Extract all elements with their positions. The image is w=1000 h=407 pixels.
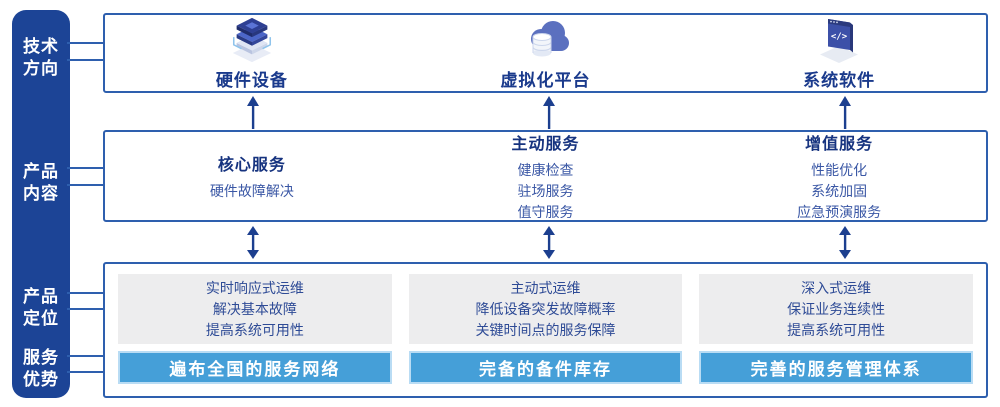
service-item: 应急预演服务 <box>797 203 882 220</box>
positioning-card: 深入式运维 保证业务连续性 提高系统可用性 <box>699 274 974 345</box>
sidebar-label-line: 技术 <box>23 37 59 56</box>
positioning-line: 保证业务连续性 <box>787 300 886 317</box>
connector-line <box>67 371 105 373</box>
positioning-card: 主动式运维 降低设备突发故障概率 关键时间点的服务保障 <box>408 274 683 345</box>
tech-item-label: 系统软件 <box>803 70 876 90</box>
sidebar-label-product-content: 产品 内容 <box>12 161 70 205</box>
software-window-icon: </> <box>813 16 865 64</box>
service-title: 增值服务 <box>805 135 874 153</box>
positioning-column-proactive: 主动式运维 降低设备突发故障概率 关键时间点的服务保障 完备的备件库存 <box>408 274 683 384</box>
sidebar-label-line: 服务 <box>23 348 59 367</box>
tech-item-label: 虚拟化平台 <box>500 70 591 90</box>
service-title: 核心服务 <box>217 156 286 174</box>
up-arrow <box>837 96 853 129</box>
service-column-proactive: 主动服务 健康检查 驻场服务 值守服务 <box>399 132 693 220</box>
up-arrow <box>245 96 261 129</box>
positioning-line: 主动式运维 <box>510 279 581 296</box>
tech-direction-box: 硬件设备 虚拟化平台 <box>103 13 988 93</box>
service-item: 性能优化 <box>811 161 868 178</box>
tech-item-system-software: </> 系统软件 <box>692 15 986 91</box>
positioning-line: 深入式运维 <box>801 279 872 296</box>
connector-line <box>67 167 105 169</box>
sidebar-label-line: 内容 <box>23 184 59 203</box>
double-arrow <box>541 226 557 259</box>
service-item: 系统加固 <box>811 182 868 199</box>
connector-line <box>67 355 105 357</box>
advantage-bar: 完备的备件库存 <box>408 351 683 384</box>
connector-line <box>67 292 105 294</box>
double-arrow <box>837 226 853 259</box>
tech-item-hardware: 硬件设备 <box>105 15 399 91</box>
tech-item-virtualization: 虚拟化平台 <box>399 15 693 91</box>
tech-item-label: 硬件设备 <box>215 70 288 90</box>
up-arrow <box>541 96 557 129</box>
advantage-bar: 遍布全国的服务网络 <box>118 351 392 384</box>
sidebar-label-service-advantage: 服务 优势 <box>12 347 70 391</box>
connector-line <box>67 184 105 186</box>
sidebar-label-product-positioning: 产品 定位 <box>12 286 70 330</box>
positioning-line: 降低设备突发故障概率 <box>475 300 616 317</box>
sidebar-label-line: 定位 <box>23 309 59 328</box>
positioning-card: 实时响应式运维 解决基本故障 提高系统可用性 <box>118 274 392 345</box>
positioning-line: 关键时间点的服务保障 <box>475 321 616 338</box>
service-column-value-added: 增值服务 性能优化 系统加固 应急预演服务 <box>692 132 986 220</box>
service-column-core: 核心服务 硬件故障解决 <box>105 132 399 220</box>
sidebar-label-line: 产品 <box>23 162 59 181</box>
service-item: 驻场服务 <box>517 182 574 199</box>
service-item: 硬件故障解决 <box>209 182 294 199</box>
product-positioning-box: 实时响应式运维 解决基本故障 提高系统可用性 遍布全国的服务网络 主动式运维 降… <box>103 262 988 398</box>
service-title: 主动服务 <box>511 135 580 153</box>
sidebar: 技术 方向 产品 内容 产品 定位 服务 优势 <box>12 10 70 398</box>
sidebar-label-line: 产品 <box>23 287 59 306</box>
advantage-bar: 完善的服务管理体系 <box>699 351 974 384</box>
positioning-column-realtime: 实时响应式运维 解决基本故障 提高系统可用性 遍布全国的服务网络 <box>118 274 392 384</box>
positioning-line: 提高系统可用性 <box>205 321 304 338</box>
cloud-platform-icon <box>520 16 572 64</box>
sidebar-label-tech-direction: 技术 方向 <box>12 36 70 80</box>
sidebar-label-line: 优势 <box>23 370 59 389</box>
connector-line <box>67 59 105 61</box>
server-stack-icon <box>226 16 278 64</box>
positioning-line: 提高系统可用性 <box>787 321 886 338</box>
double-arrow <box>245 226 261 259</box>
connector-line <box>67 308 105 310</box>
svg-text:</>: </> <box>831 32 848 42</box>
positioning-line: 实时响应式运维 <box>205 279 304 296</box>
positioning-line: 解决基本故障 <box>212 300 297 317</box>
positioning-column-indepth: 深入式运维 保证业务连续性 提高系统可用性 完善的服务管理体系 <box>699 274 974 384</box>
service-item: 健康检查 <box>517 161 574 178</box>
connector-line <box>67 42 105 44</box>
service-item: 值守服务 <box>517 203 574 220</box>
sidebar-label-line: 方向 <box>23 59 59 78</box>
product-content-box: 核心服务 硬件故障解决 主动服务 健康检查 驻场服务 值守服务 增值服务 性能优… <box>103 130 988 222</box>
